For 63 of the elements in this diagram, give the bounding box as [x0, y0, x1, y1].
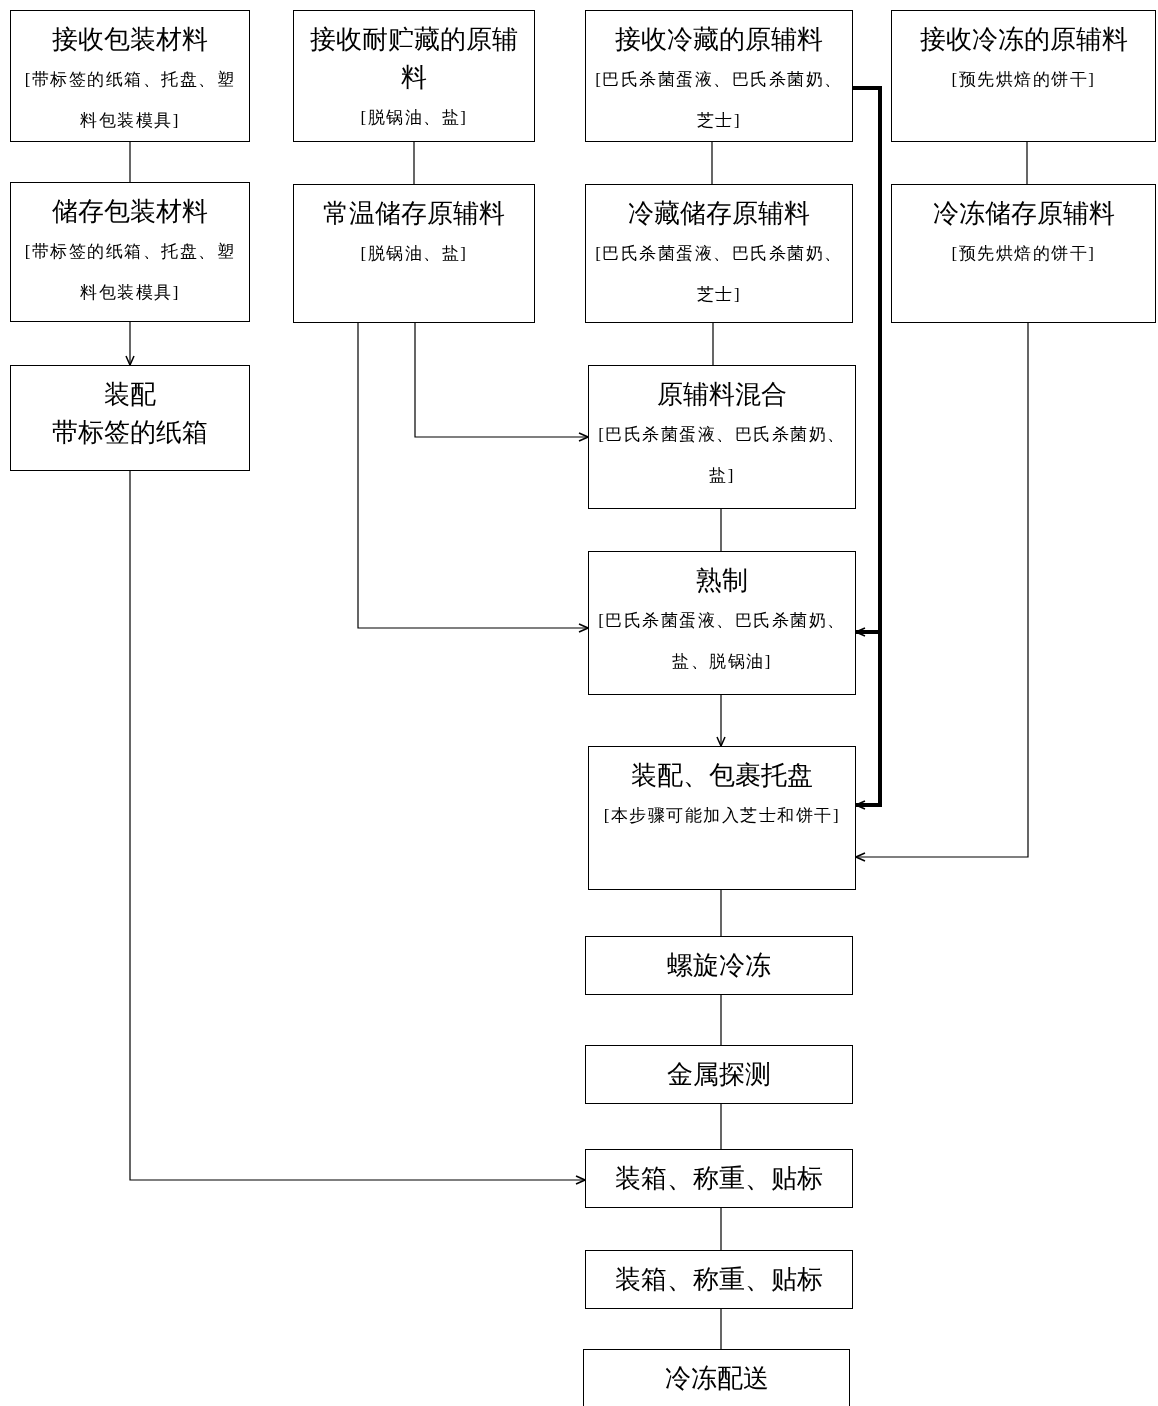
process-box — [891, 184, 1156, 323]
ingredient-list: [预先烘焙的饼干] — [951, 233, 1096, 274]
connector-line — [712, 322, 714, 366]
ingredient-list: [预先烘焙的饼干] — [951, 59, 1096, 100]
ingredient-list: [带标签的纸箱、托盘、塑料包装模具] — [19, 59, 241, 141]
ingredient-list: [巴氏杀菌蛋液、巴氏杀菌奶、盐] — [597, 414, 847, 496]
step-title: 接收耐贮藏的原辅料 — [309, 24, 519, 94]
connector-line — [720, 889, 722, 937]
step-title: 装箱、称重、贴标 — [615, 1263, 823, 1296]
ingredient-list: [脱锅油、盐] — [360, 97, 468, 138]
arrow — [414, 322, 589, 442]
step-title: 装箱、称重、贴标 — [615, 1162, 823, 1195]
process-box — [585, 184, 853, 323]
arrow — [125, 321, 135, 366]
step-title: 接收包装材料 — [52, 24, 208, 56]
process-box — [10, 10, 250, 142]
connector-line — [1026, 141, 1028, 185]
step-title: 接收冷冻的原辅料 — [919, 24, 1128, 56]
connector-line — [720, 1207, 722, 1251]
process-box — [585, 1250, 853, 1309]
step-title: 原辅料混合 — [657, 379, 787, 411]
process-box — [10, 365, 250, 471]
connector-line — [129, 141, 131, 183]
step-title: 冷冻配送 — [664, 1363, 769, 1395]
ingredient-list: [带标签的纸箱、托盘、塑料包装模具] — [19, 231, 241, 313]
process-box — [585, 1045, 853, 1104]
process-box — [583, 1349, 850, 1406]
process-box — [585, 1149, 853, 1208]
process-box — [891, 10, 1156, 142]
connector-line — [413, 141, 415, 185]
step-title: 金属探测 — [667, 1058, 771, 1091]
step-title: 螺旋冷冻 — [667, 949, 771, 982]
connector-line — [720, 508, 722, 552]
process-box — [588, 551, 856, 695]
ingredient-list: [巴氏杀菌蛋液、巴氏杀菌奶、芝士] — [594, 59, 844, 141]
process-box — [10, 182, 250, 322]
ingredient-list: [巴氏杀菌蛋液、巴氏杀菌奶、盐、脱锅油] — [597, 600, 847, 682]
step-title: 装配 — [104, 379, 156, 411]
process-box — [585, 936, 853, 995]
step-title: 熟制 — [696, 565, 748, 597]
step-title: 装配、包裹托盘 — [631, 760, 813, 792]
process-box — [293, 10, 535, 142]
process-box — [588, 365, 856, 509]
ingredient-list: [本步骤可能加入芝士和饼干] — [603, 795, 841, 836]
process-box — [293, 184, 535, 323]
arrow — [129, 470, 586, 1185]
step-title: 储存包装材料 — [52, 196, 208, 228]
step-title: 冷冻储存原辅料 — [932, 198, 1115, 230]
process-box — [588, 746, 856, 890]
step-title: 接收冷藏的原辅料 — [615, 24, 823, 56]
step-title: 冷藏储存原辅料 — [628, 198, 810, 230]
ingredient-list: [脱锅油、盐] — [360, 233, 468, 274]
connector-line — [720, 1103, 722, 1150]
arrow — [357, 322, 589, 633]
connector-line — [720, 1308, 722, 1350]
ingredient-list: [巴氏杀菌蛋液、巴氏杀菌奶、芝士] — [594, 233, 844, 315]
arrow — [855, 322, 1029, 862]
connector-line — [711, 141, 713, 185]
connector-line — [720, 994, 722, 1046]
process-box — [585, 10, 853, 142]
step-title: 常温储存原辅料 — [323, 198, 505, 230]
step-subtitle: 带标签的纸箱 — [52, 417, 208, 449]
arrow — [716, 694, 726, 747]
